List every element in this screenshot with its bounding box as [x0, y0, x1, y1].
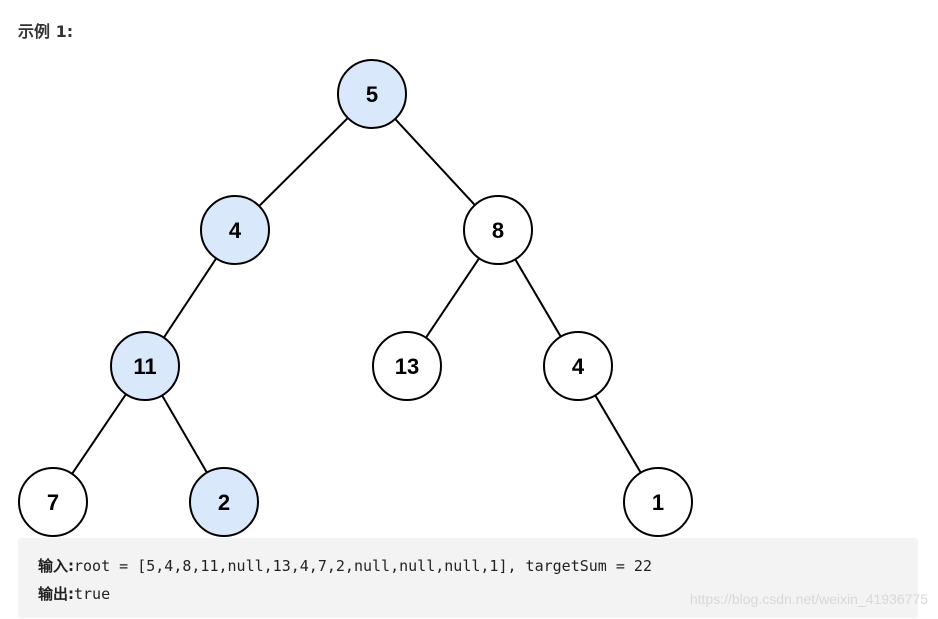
tree-node-circle-highlighted — [110, 331, 180, 401]
tree-node-circle-highlighted — [189, 467, 259, 537]
tree-node: 4 — [543, 331, 613, 401]
watermark: https://blog.csdn.net/weixin_41936775 — [689, 591, 928, 607]
tree-edge — [162, 257, 218, 339]
tree-edge — [425, 257, 480, 339]
tree-node-label: 5 — [366, 82, 378, 107]
example-heading: 示例 1: — [18, 22, 74, 41]
tree-node-circle — [543, 331, 613, 401]
input-key: 输入: — [38, 557, 74, 575]
binary-tree-diagram: 5 4 8 11 13 4 7 2 1 — [18, 59, 693, 537]
tree-edge — [514, 258, 562, 338]
tree-edge — [594, 394, 642, 474]
tree-node: 7 — [18, 467, 88, 537]
tree-nodes: 5 4 8 11 13 4 7 2 1 — [18, 59, 693, 537]
tree-edge — [258, 117, 349, 207]
tree-node-label: 7 — [47, 490, 59, 515]
tree-node-circle — [372, 331, 442, 401]
tree-node: 2 — [189, 467, 259, 537]
output-key: 输出: — [38, 585, 74, 603]
input-value: root = [5,4,8,11,null,13,4,7,2,null,null… — [74, 557, 652, 575]
tree-node: 1 — [623, 467, 693, 537]
tree-node: 8 — [463, 195, 533, 265]
tree-node-label: 8 — [492, 218, 504, 243]
tree-node: 13 — [372, 331, 442, 401]
tree-node-label: 4 — [572, 354, 585, 379]
input-line: 输入:root = [5,4,8,11,null,13,4,7,2,null,n… — [38, 555, 652, 576]
output-value: true — [74, 585, 111, 603]
tree-node: 11 — [110, 331, 180, 401]
tree-node-label: 1 — [652, 490, 664, 515]
tree-node: 4 — [200, 195, 270, 265]
tree-node-label: 11 — [133, 354, 156, 379]
tree-node-label: 4 — [229, 218, 242, 243]
tree-edges — [71, 117, 642, 475]
tree-node-circle — [623, 467, 693, 537]
tree-node-circle — [18, 467, 88, 537]
output-line: 输出:true — [38, 583, 110, 604]
example-code-block: 输入:root = [5,4,8,11,null,13,4,7,2,null,n… — [18, 538, 918, 618]
tree-edge — [71, 393, 127, 475]
tree-node-circle-highlighted — [337, 59, 407, 129]
tree-node-circle-highlighted — [200, 195, 270, 265]
tree-node-label: 2 — [218, 490, 230, 515]
tree-edge — [394, 118, 476, 206]
tree-edge — [161, 394, 208, 474]
tree-node: 5 — [337, 59, 407, 129]
tree-node-label: 13 — [395, 354, 419, 379]
tree-node-circle — [463, 195, 533, 265]
